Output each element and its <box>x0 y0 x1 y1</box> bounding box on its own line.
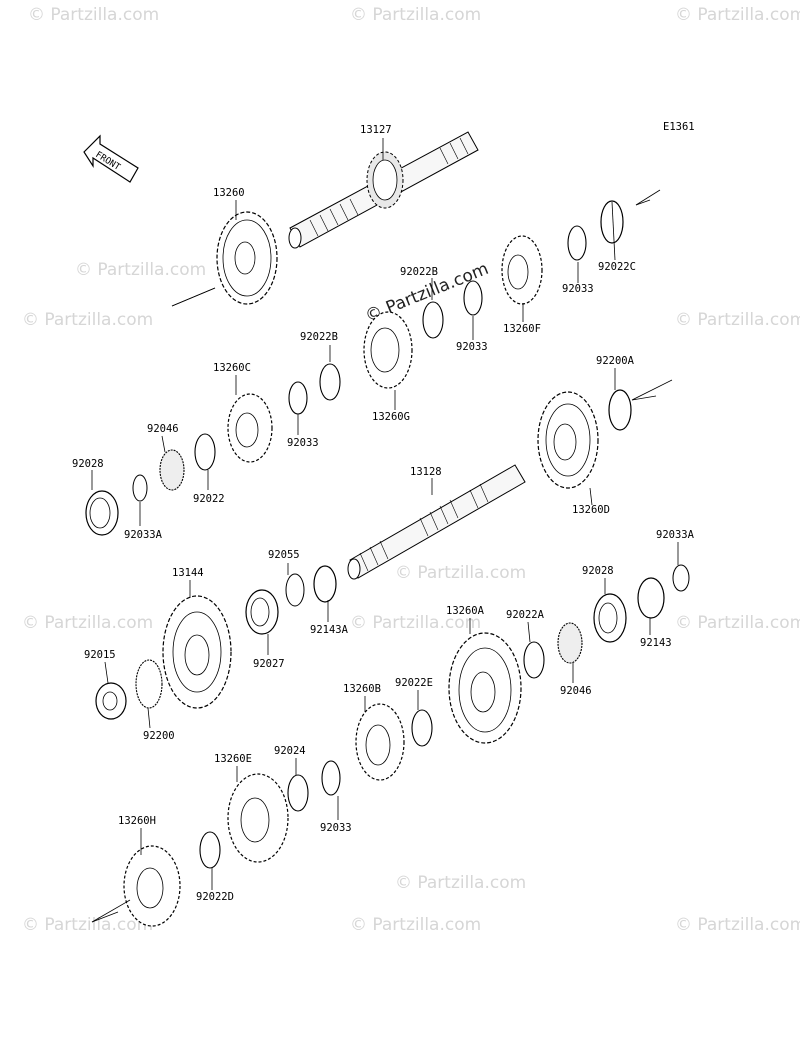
sprocket-13144 <box>162 595 232 709</box>
label-92022: 92022 <box>193 493 225 505</box>
label-92033: 92033 <box>456 341 488 353</box>
bearing-92028-2 <box>593 593 627 643</box>
seal-92143A <box>313 565 337 603</box>
label-13260B: 13260B <box>343 683 381 695</box>
gear-13260B <box>355 703 405 781</box>
gear-13260 <box>216 211 278 305</box>
label-92046: 92046 <box>147 423 179 435</box>
gear-13260D <box>537 391 599 489</box>
label-92022B: 92022B <box>300 331 338 343</box>
ring-92200A <box>608 389 632 431</box>
label-92022A: 92022A <box>506 609 545 621</box>
bearing-92046-1 <box>159 449 185 491</box>
label-92200A: 92200A <box>596 355 635 367</box>
label-92022E: 92022E <box>395 677 433 689</box>
label-92022C: 92022C <box>598 261 636 273</box>
label-92033: 92033 <box>320 822 352 834</box>
gear-13260A <box>448 632 522 744</box>
watermark: © Partzilla.com <box>22 613 153 633</box>
label-13260H: 13260H <box>118 815 156 827</box>
bearing-92046-2 <box>557 622 583 664</box>
bearing-92028-1 <box>85 490 119 536</box>
watermark: © Partzilla.com <box>675 310 800 330</box>
watermark: © Partzilla.com <box>675 613 800 633</box>
circlip-92033A-1 <box>132 474 148 502</box>
part-labels: 13127 13260 92022C 92033 13260F 92022B 9… <box>72 124 695 903</box>
ring-92022E <box>411 709 433 747</box>
label-13260D: 13260D <box>572 504 610 516</box>
label-13260E: 13260E <box>214 753 252 765</box>
ring-92022C <box>600 200 624 244</box>
label-92028: 92028 <box>582 565 614 577</box>
watermark: © Partzilla.com <box>350 613 481 633</box>
label-92143: 92143 <box>640 637 672 649</box>
label-92027: 92027 <box>253 658 285 670</box>
watermark: © Partzilla.com <box>675 5 800 25</box>
label-13260: 13260 <box>213 187 245 199</box>
label-92033: 92033 <box>287 437 319 449</box>
label-92055: 92055 <box>268 549 300 561</box>
watermark: © Partzilla.com <box>22 310 153 330</box>
ring-92022B-1 <box>422 301 444 339</box>
shaft-13128 <box>347 464 526 580</box>
ring-92022B-2 <box>319 363 341 401</box>
label-92015: 92015 <box>84 649 116 661</box>
gear-13260C <box>227 393 273 463</box>
label-13260F: 13260F <box>503 323 541 335</box>
label-92200: 92200 <box>143 730 175 742</box>
circlip-92033A-2 <box>672 564 690 592</box>
watermark: © Partzilla.com <box>675 915 800 935</box>
label-92033: 92033 <box>562 283 594 295</box>
oring-92055 <box>285 573 305 607</box>
circlip-92033-1 <box>567 225 587 261</box>
ring-92022 <box>194 433 216 471</box>
gear-13260F <box>501 235 543 305</box>
gear-13260G <box>363 311 413 389</box>
label-92046: 92046 <box>560 685 592 697</box>
watermark: © Partzilla.com <box>75 260 206 280</box>
watermark: © Partzilla.com <box>28 5 159 25</box>
label-13260G: 13260G <box>372 411 410 423</box>
seal-92143 <box>637 577 665 619</box>
ring-92022A <box>523 641 545 679</box>
label-92024: 92024 <box>274 745 306 757</box>
watermark: © Partzilla.com <box>22 915 153 935</box>
label-13260A: 13260A <box>446 605 485 617</box>
circlip-92033-4 <box>321 760 341 796</box>
label-92028: 92028 <box>72 458 104 470</box>
label-92022B: 92022B <box>400 266 438 278</box>
watermark: © Partzilla.com <box>350 5 481 25</box>
circlip-92033-3 <box>288 381 308 415</box>
nut-92015 <box>95 682 127 720</box>
shaft-13127 <box>288 131 479 249</box>
front-arrow-icon: FRONT <box>83 134 139 183</box>
gear-13260E <box>227 773 289 863</box>
label-92033A: 92033A <box>124 529 163 541</box>
label-92033A: 92033A <box>656 529 695 541</box>
watermark: © Partzilla.com <box>395 873 526 893</box>
label-13144: 13144 <box>172 567 204 579</box>
label-92022D: 92022D <box>196 891 234 903</box>
gear-13260H <box>123 845 181 927</box>
washer-92200 <box>135 659 163 709</box>
collar-92027 <box>245 589 279 635</box>
ring-92022D <box>199 831 221 869</box>
watermark: © Partzilla.com <box>395 563 526 583</box>
label-13128: 13128 <box>410 466 442 478</box>
label-13127: 13127 <box>360 124 392 136</box>
leader-lines <box>91 138 679 890</box>
circlip-92033-2 <box>463 280 483 316</box>
label-92143A: 92143A <box>310 624 349 636</box>
ring-92024 <box>287 774 309 812</box>
label-13260C: 13260C <box>213 362 251 374</box>
diagram-code: E1361 <box>663 121 695 133</box>
watermark: © Partzilla.com <box>350 915 481 935</box>
axis-lines <box>91 189 673 923</box>
